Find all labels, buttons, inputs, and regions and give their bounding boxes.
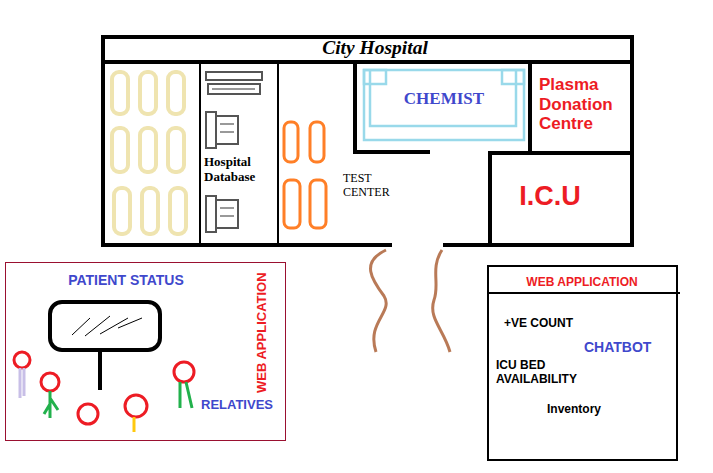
- database-room: Hospital Database: [202, 64, 277, 244]
- icu-room: I.C.U: [492, 155, 631, 244]
- server-icons: [206, 72, 262, 232]
- ward-beds: [112, 72, 186, 234]
- feature-label: Inventory: [547, 403, 647, 417]
- plasma-room: Plasma Donation Centre: [533, 64, 631, 152]
- feature-label: +VE COUNT: [504, 317, 614, 331]
- feature-label: CHATBOT: [584, 339, 676, 355]
- hospital-title: City Hospital: [290, 37, 460, 59]
- feature-label: ICU BED AVAILABILITY: [496, 359, 604, 387]
- room-label: Plasma Donation Centre: [539, 75, 629, 134]
- status-monitor: [50, 302, 160, 390]
- test-center-room: TEST CENTER: [280, 154, 420, 244]
- relatives-figures: [14, 352, 194, 432]
- panel-separator: [487, 292, 680, 294]
- room-label: Hospital Database: [204, 155, 276, 185]
- room-label: TEST CENTER: [343, 172, 403, 200]
- room-label: I.C.U: [500, 181, 600, 212]
- entrance-path: [371, 250, 450, 352]
- relatives-label: RELATIVES: [201, 398, 285, 413]
- patient-status-panel: PATIENT STATUS WEB APPLICATION RELATIVES: [5, 262, 286, 441]
- room-label: CHEMIST: [370, 89, 518, 109]
- panel-heading: WEB APPLICATION: [492, 276, 672, 290]
- panel-heading: PATIENT STATUS: [41, 272, 211, 288]
- web-app-panel: WEB APPLICATION +VE COUNT CHATBOT ICU BED A…: [487, 265, 678, 461]
- chemist-counter: [364, 70, 524, 140]
- test-beds: [284, 122, 326, 228]
- hospital-walls: [103, 37, 632, 245]
- chemist-counter-box: CHEMIST: [364, 70, 524, 140]
- hospital-building: City HospitalHospital DatabaseTEST CENTE…: [103, 37, 632, 245]
- panel-side-label: WEB APPLICATION: [255, 272, 270, 393]
